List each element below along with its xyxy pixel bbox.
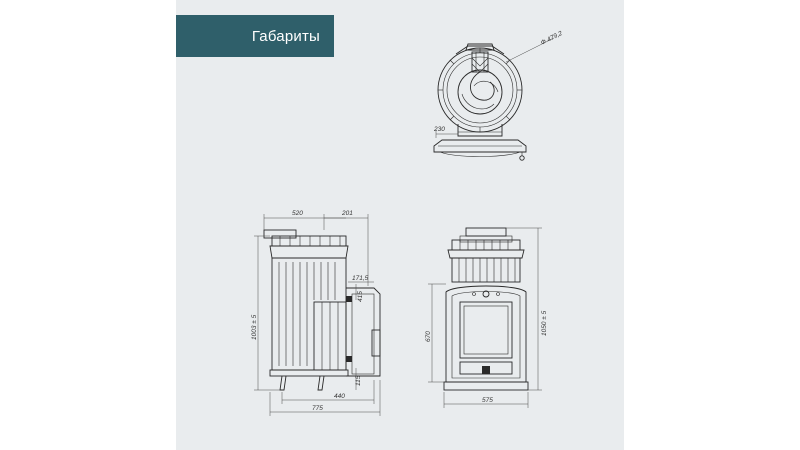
dim-front-width: 575: [482, 397, 493, 404]
dim-top-diameter: Ф 479,2: [540, 30, 564, 47]
slide: Габариты: [176, 0, 624, 450]
dim-side-height: 1003 ± 5: [251, 314, 258, 340]
dim-side-right-small: 171,5: [352, 275, 369, 282]
top-inner-ring: [442, 52, 518, 128]
section-title: Габариты: [251, 27, 320, 45]
dim-side-top-depth: 520: [292, 210, 303, 217]
dim-front-door-height: 670: [425, 331, 432, 342]
side-leg-left: [279, 375, 287, 391]
technical-drawing: Ф 479,2 230: [251, 30, 564, 416]
side-leg-right: [317, 375, 325, 391]
front-emblem: [482, 290, 490, 298]
dim-front-height: 1050 ± 5: [541, 310, 548, 336]
top-base-tray: [433, 139, 527, 153]
top-swirl-1: [470, 71, 495, 101]
front-door-frame: [445, 285, 527, 383]
side-body-slats: [278, 262, 336, 366]
side-view: 520 201 171,5 415 1003 ± 5 115 440 775: [251, 210, 381, 416]
top-view: Ф 479,2 230: [433, 30, 564, 161]
front-stone-rail: [451, 239, 521, 251]
dim-side-bottom-small: 115: [355, 375, 362, 386]
top-ring-3: [446, 56, 514, 124]
dim-side-bottom-inner: 440: [334, 393, 345, 400]
front-glass-door: [459, 301, 513, 359]
side-base: [269, 369, 349, 377]
top-swirl-ring: [457, 69, 503, 115]
front-base: [443, 381, 529, 391]
dim-side-door-depth: 201: [341, 210, 353, 217]
dim-top-flange: 230: [433, 126, 445, 133]
side-door-handle: [371, 329, 381, 357]
top-swirl-3: [473, 80, 499, 93]
section-title-banner: Габариты: [176, 15, 334, 57]
top-ring-ticks: [438, 48, 522, 132]
side-stone-rail: [271, 235, 347, 247]
top-swirl-2: [461, 93, 495, 110]
top-chimney-pipe: [471, 51, 489, 73]
top-handle-knob: [519, 155, 525, 161]
dim-side-total-depth: 775: [312, 405, 323, 412]
side-door-frame: [346, 287, 381, 377]
front-top-cap: [465, 227, 507, 237]
front-view: 670 1050 ± 5 575: [425, 227, 548, 408]
side-top-band: [269, 245, 349, 259]
top-body: [457, 124, 503, 137]
dim-side-right-gap: 415: [357, 291, 364, 302]
